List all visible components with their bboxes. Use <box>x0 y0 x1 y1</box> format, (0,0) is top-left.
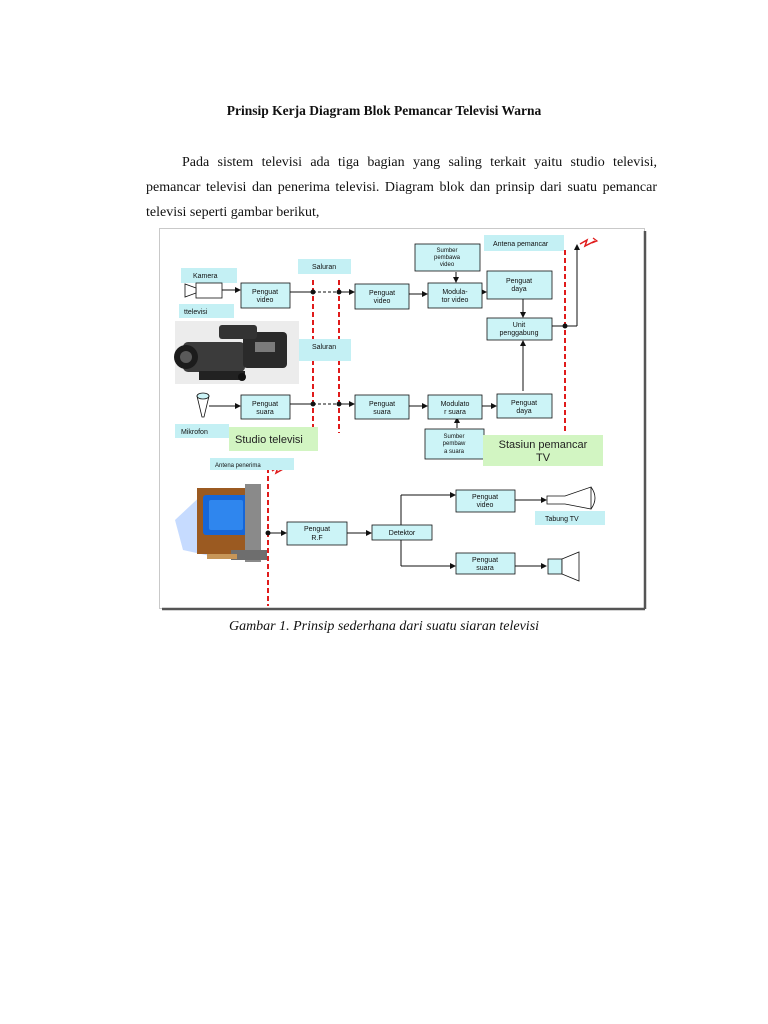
intro-paragraph-text: Pada sistem televisi ada tiga bagian yan… <box>146 155 657 220</box>
label-studio-televisi: Studio televisi <box>235 434 303 446</box>
block-sumber-pembawa-suara <box>424 428 485 460</box>
modulator-video-text: Modula-tor video <box>442 289 469 304</box>
intro-paragraph: Pada sistem televisi ada tiga bagian yan… <box>146 150 657 225</box>
block-penguat-video-2 <box>354 283 410 310</box>
block-penguat-video-1 <box>240 282 291 309</box>
label-mikrofon: Mikrofon <box>181 429 208 436</box>
transmit-antenna-icon <box>579 238 596 248</box>
label-saluran-2: Saluran <box>312 344 336 351</box>
label-ttelevisi: ttelevisi <box>184 309 208 316</box>
block-penguat-suara-3 <box>455 552 516 575</box>
block-modulator-video <box>427 282 483 309</box>
label-tabung-tv: Tabung TV <box>545 516 579 523</box>
block-sumber-pembawa-video <box>414 243 481 272</box>
figure-caption: Gambar 1. Prinsip sederhana dari suatu s… <box>228 619 540 634</box>
microphone-icon <box>196 392 210 418</box>
block-modulator-suara <box>427 394 483 420</box>
block-penguat-daya-2 <box>496 393 553 419</box>
block-penguat-daya-1 <box>486 270 553 300</box>
page-title: Prinsip Kerja Diagram Blok Pemancar Tele… <box>226 103 542 118</box>
camera-icon <box>184 282 223 299</box>
block-unit-penggabung <box>486 317 553 341</box>
block-penguat-suara-2 <box>354 394 410 420</box>
block-penguat-video-3 <box>455 489 516 513</box>
block-penguat-suara-1 <box>240 394 291 420</box>
detektor-text: Detektor <box>389 530 416 537</box>
block-penguat-rf <box>286 521 348 546</box>
block-detektor <box>371 524 433 541</box>
receiver-tv-image <box>175 484 267 562</box>
video-camera-image <box>174 321 299 384</box>
label-saluran-1: Saluran <box>312 264 336 271</box>
label-kamera: Kamera <box>193 273 218 280</box>
picture-tube-icon <box>546 486 596 510</box>
speaker-icon <box>547 551 580 582</box>
label-antena-pemancar: Antena pemancar <box>493 241 549 248</box>
label-antena-penerima: Antena penerima <box>215 463 261 469</box>
